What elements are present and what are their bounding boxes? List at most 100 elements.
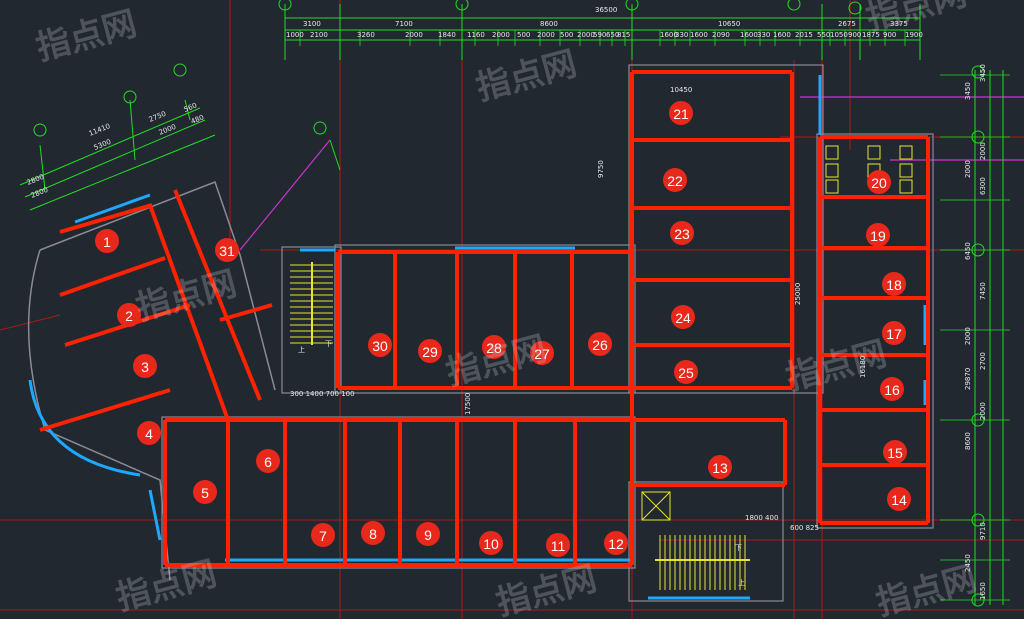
dimension-axis-label: 3100 — [303, 20, 321, 28]
room-number-badge — [368, 333, 392, 357]
room-number: 27 — [534, 346, 550, 362]
room-number-badge — [588, 332, 612, 356]
dimension-right-label: 3450 — [979, 64, 987, 82]
room-outline — [39, 388, 171, 432]
dimension-detail-label: 3260 — [357, 31, 375, 39]
room-number: 13 — [712, 460, 728, 476]
room-label-22[interactable]: 22 — [663, 168, 687, 192]
room-number: 30 — [372, 338, 388, 354]
room-label-10[interactable]: 10 — [479, 531, 503, 555]
room-number-badge — [482, 335, 506, 359]
room-label-13[interactable]: 13 — [708, 455, 732, 479]
room-label-23[interactable]: 23 — [670, 221, 694, 245]
room-number-badge — [416, 522, 440, 546]
dimension-axis-label: 10650 — [718, 20, 740, 28]
dimension-right-label: 2000 — [979, 402, 987, 420]
dimension-detail-label: 815 — [617, 31, 630, 39]
room-label-18[interactable]: 18 — [882, 272, 906, 296]
elevator-cross — [641, 491, 671, 521]
room-label-5[interactable]: 5 — [193, 480, 217, 504]
dimension-inner: 9750 — [597, 160, 605, 178]
room-label-29[interactable]: 29 — [418, 339, 442, 363]
room-number-badge — [133, 354, 157, 378]
toilet-fixture — [899, 179, 913, 194]
room-label-16[interactable]: 16 — [880, 377, 904, 401]
room-label-25[interactable]: 25 — [674, 360, 698, 384]
dimension-detail-label: 2090 — [712, 31, 730, 39]
room-number-badge — [95, 229, 119, 253]
room-label-12[interactable]: 12 — [604, 531, 628, 555]
axis-bubble — [625, 0, 639, 11]
room-number: 4 — [145, 426, 153, 442]
room-label-21[interactable]: 21 — [669, 101, 693, 125]
room-label-6[interactable]: 6 — [256, 449, 280, 473]
axis-bubble — [848, 1, 862, 15]
room-number: 6 — [264, 454, 272, 470]
axis-bubble — [971, 513, 985, 527]
room-label-20[interactable]: 20 — [867, 170, 891, 194]
room-label-11[interactable]: 11 — [546, 533, 570, 557]
room-label-30[interactable]: 30 — [368, 333, 392, 357]
stair-down-label: 下 — [735, 544, 742, 552]
room-label-15[interactable]: 15 — [883, 440, 907, 464]
dimension-inner: 300 1400 700 100 — [290, 390, 355, 398]
room-label-1[interactable]: 1 — [95, 229, 119, 253]
room-outline — [59, 203, 153, 234]
room-number-badge — [883, 440, 907, 464]
window — [148, 489, 162, 541]
room-number-badge — [311, 523, 335, 547]
room-label-4[interactable]: 4 — [137, 421, 161, 445]
dimension-inner: 25000 — [794, 283, 802, 305]
dimension-axis-label: 7100 — [395, 20, 413, 28]
dimension-tick — [329, 139, 341, 171]
dimension-detail-label: 1875 — [862, 31, 880, 39]
dimension-right-label: 3450 — [964, 82, 972, 100]
stair-up-label: 上 — [298, 345, 305, 354]
wall-outline — [628, 64, 824, 394]
dimension-right-label: 7450 — [979, 282, 987, 300]
room-label-24[interactable]: 24 — [671, 305, 695, 329]
room-number-badge — [882, 321, 906, 345]
room-label-7[interactable]: 7 — [311, 523, 335, 547]
axis-bubble — [173, 63, 187, 77]
dimension-right-label: 2000 — [964, 327, 972, 345]
dimension-detail-label: 900 — [883, 31, 896, 39]
dimension-detail-label: 1600 — [690, 31, 708, 39]
room-label-31[interactable]: 31 — [215, 238, 239, 262]
watermark: 指点网 — [472, 44, 581, 109]
room-label-26[interactable]: 26 — [588, 332, 612, 356]
room-number-badge — [530, 341, 554, 365]
room-label-3[interactable]: 3 — [133, 354, 157, 378]
axis-bubble — [971, 413, 985, 427]
room-number: 29 — [422, 344, 438, 360]
room-label-17[interactable]: 17 — [882, 321, 906, 345]
dimension-detail-label: 2000 — [537, 31, 555, 39]
room-number: 23 — [674, 226, 690, 242]
room-label-19[interactable]: 19 — [866, 223, 890, 247]
room-number-badge — [887, 487, 911, 511]
room-label-27[interactable]: 27 — [530, 341, 554, 365]
dimension-detail-label: 1840 — [438, 31, 456, 39]
room-number-badge — [137, 421, 161, 445]
room-number: 31 — [219, 243, 235, 259]
dimension-right-label: 1650 — [979, 582, 987, 600]
room-label-9[interactable]: 9 — [416, 522, 440, 546]
room-outline — [173, 189, 262, 401]
room-number: 1 — [103, 234, 111, 250]
room-number-badge — [671, 305, 695, 329]
dimension-inner: 16180 — [859, 356, 867, 378]
dimension-inner: 17500 — [464, 393, 472, 415]
dimension-left-label: 11410 — [88, 122, 112, 138]
dimension-detail-label: 650 — [606, 31, 619, 39]
room-number-badge — [546, 533, 570, 557]
room-label-2[interactable]: 2 — [117, 303, 141, 327]
toilet-fixture — [899, 163, 913, 178]
room-label-8[interactable]: 8 — [361, 521, 385, 545]
dimension-right-label: 2000 — [979, 142, 987, 160]
room-label-28[interactable]: 28 — [482, 335, 506, 359]
room-label-14[interactable]: 14 — [887, 487, 911, 511]
room-number: 12 — [608, 536, 624, 552]
axis-bubble — [313, 121, 327, 135]
